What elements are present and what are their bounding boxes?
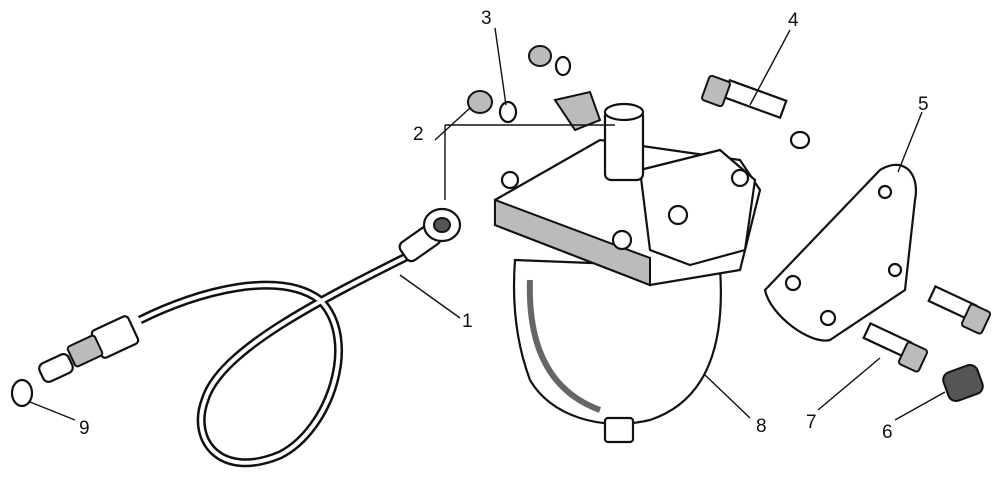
callout-7: 7: [806, 412, 817, 433]
callout-4: 4: [788, 10, 799, 31]
callout-5: 5: [918, 94, 929, 115]
nuts-washers: [467, 45, 572, 124]
leader-lines: [29, 27, 946, 421]
bolts-7: [862, 284, 992, 373]
bolt-4: [701, 74, 811, 150]
callout-6: 6: [882, 422, 893, 443]
sleeve-6: [942, 364, 984, 402]
union-fitting: [10, 315, 140, 408]
bracket: [763, 163, 918, 342]
filter-body: [493, 90, 762, 444]
callout-8: 8: [756, 416, 767, 437]
fuel-pipe: [137, 207, 462, 468]
callout-9: 9: [79, 418, 90, 439]
callout-2: 2: [413, 124, 424, 145]
callout-3: 3: [481, 8, 492, 29]
callout-1: 1: [462, 311, 473, 332]
